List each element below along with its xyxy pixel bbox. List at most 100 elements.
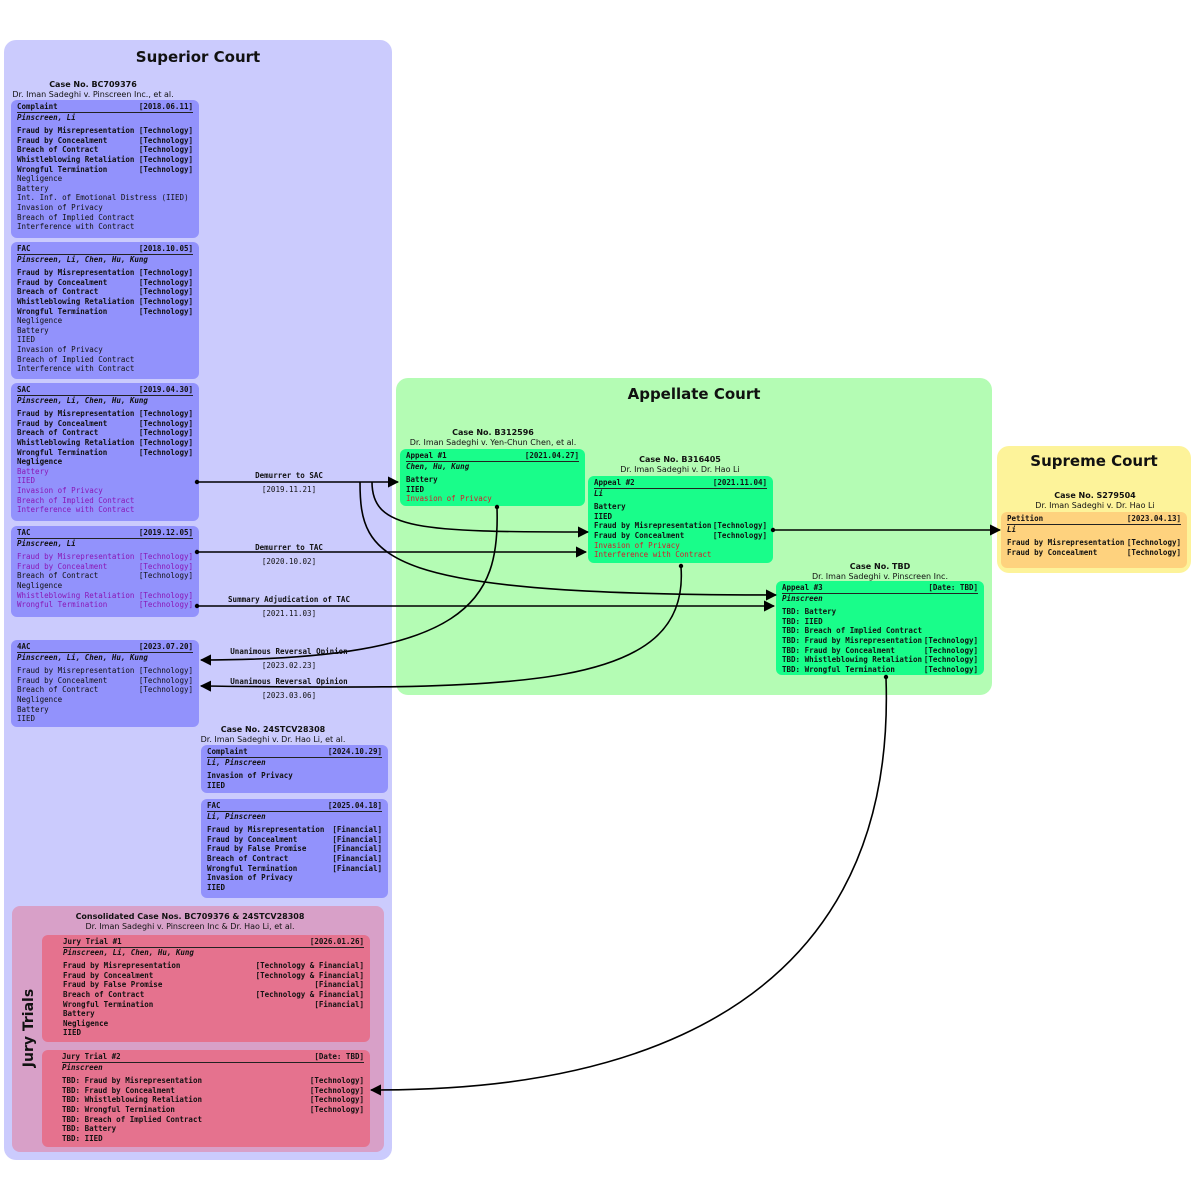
claim-text: Invasion of Privacy [406,494,492,504]
claim-text: TBD: Wrongful Termination [782,664,895,674]
claim-item: Breach of Contract[Financial] [207,854,382,864]
claim-tag: [Technology] [138,447,193,457]
pleading-date: [2021.04.27] [524,451,579,460]
claim-item: IIED [17,476,193,486]
case-header-s279504: Case No. S279504 Dr. Iman Sadeghi v. Dr.… [1020,491,1170,511]
claim-text: TBD: Wrongful Termination [62,1104,175,1114]
claim-tag: [Technology] [138,561,193,571]
claim-text: Int. Inf. of Emotional Distress (IIED) [17,193,189,203]
pleading-name: 4AC [17,642,31,651]
claim-item: IIED [17,335,193,345]
dot-appeal2-right [770,527,776,533]
edge-label-summary-tac: Summary Adjudication of TAC [2021.11.03] [228,595,350,618]
claim-text: Fraud by Misrepresentation [1007,538,1125,548]
claim-text: Invasion of Privacy [17,344,103,354]
case-title: Dr. Iman Sadeghi v. Pinscreen Inc., et a… [12,90,174,99]
claim-item: Invasion of Privacy [17,486,193,496]
pleading-header: Jury Trial #1 [2026.01.26] [63,937,364,948]
claim-tag: [Technology] [138,145,193,155]
claim-item: Wrongful Termination[Technology] [17,165,193,175]
pleading-parties: Pinscreen, Li, Chen, Hu, Kung [63,947,194,957]
claim-text: Fraud by Concealment [17,277,108,287]
claim-tag: [Technology] [309,1076,364,1086]
pleading-date: [2019.12.05] [138,528,193,537]
claim-tag: [Technology] [138,409,193,419]
claim-item: TBD: Whistleblowing Retaliation[Technolo… [782,655,978,665]
pleading-name: Jury Trial #1 [63,937,122,946]
claim-text: IIED [17,714,36,724]
claim-item: Invasion of Privacy [207,873,382,883]
claim-text: Fraud by Concealment [17,418,108,428]
edge-label-reversal-2: Unanimous Reversal Opinion [2023.03.06] [230,677,347,700]
claim-item: Wrongful Termination[Technology] [17,600,193,610]
claim-tag: [Technology] [138,437,193,447]
appellate-court-title: Appellate Court [627,385,761,403]
dot-appeal3 [883,674,889,680]
claim-tag: [Technology] [138,306,193,316]
claim-text: Fraud by Misrepresentation [594,521,712,531]
claim-text: Interference with Contract [17,505,135,515]
edge-label-text: Summary Adjudication of TAC [228,595,350,604]
claim-text: Whistleblowing Retaliation [17,590,135,600]
claim-text: Whistleblowing Retaliation [17,154,135,164]
claim-tag: [Technology] [309,1104,364,1114]
claim-text: Breach of Contract [17,685,99,695]
claim-item: Interference with Contract [17,222,193,232]
claim-text: Whistleblowing Retaliation [17,437,135,447]
pleading-fac-2018: FAC[2018.10.05]Pinscreen, Li, Chen, Hu, … [11,242,199,379]
claim-text: Invasion of Privacy [17,202,103,212]
claim-text: Invasion of Privacy [17,485,103,495]
claim-text: Fraud by Misrepresentation [17,666,135,676]
pleading-name: FAC [17,244,31,253]
case-title: Dr. Iman Sadeghi v. Pinscreen Inc & Dr. … [85,922,295,931]
pleading-date: [2021.11.04] [712,478,767,487]
claim-item: TBD: Breach of Implied Contract [782,626,978,636]
claim-item: IIED [207,883,382,893]
pleading-date: [2026.01.26] [309,937,364,946]
case-number: Case No. B316405 [639,455,721,464]
pleading-parties: Pinscreen, Li, Chen, Hu, Kung [17,652,148,662]
claim-item: Fraud by Concealment[Technology] [17,676,193,686]
claim-text: Fraud by Misrepresentation [63,961,181,971]
edge-label-date: [2019.11.21] [261,485,317,494]
arrow-appeal1-reversal [199,507,498,666]
edge-label-date: [2023.03.06] [261,691,317,700]
claim-text: Wrongful Termination [17,306,108,316]
arrow-demurrer-sac-appeal2 [371,481,590,538]
claim-text: Negligence [17,580,63,590]
pleading-date: [2025.04.18] [327,801,382,810]
claim-item: TBD: Battery [62,1124,364,1134]
claim-item: Fraud by Concealment[Technology] [1007,548,1181,558]
claim-item: TBD: Battery [782,607,978,617]
claim-item: Whistleblowing Retaliation[Technology] [17,438,193,448]
pleading-header: FAC[2025.04.18] [207,801,382,812]
claim-item: TBD: Fraud by Misrepresentation[Technolo… [782,636,978,646]
edge-label-date: [2021.11.03] [261,609,317,618]
edge-label-reversal-1: Unanimous Reversal Opinion [2023.02.23] [230,647,347,670]
pleading-parties: Li, Pinscreen [207,811,266,821]
pleading-header: Appeal #1[2021.04.27] [406,451,579,462]
claim-text: Fraud by Concealment [207,834,298,844]
claim-text: Fraud by Concealment [17,675,108,685]
claim-item: Negligence [17,316,193,326]
case-title: Dr. Iman Sadeghi v. Dr. Hao Li [1035,501,1155,510]
claim-item: Battery [17,326,193,336]
claim-text: Battery [17,704,49,714]
claim-text: IIED [207,882,226,892]
claim-item: Breach of Implied Contract [17,496,193,506]
claim-tag: [Technology] [138,418,193,428]
claim-item: Battery [594,502,767,512]
case-number: Case No. S279504 [1054,491,1136,500]
claim-item: IIED [63,1028,364,1038]
claim-tag: [Technology] [1126,547,1181,557]
claim-text: Negligence [17,457,63,467]
claim-text: Interference with Contract [594,550,712,560]
claim-item: Breach of Contract[Technology] [17,685,193,695]
claim-tag: [Technology] [923,664,978,674]
claim-text: IIED [17,476,36,486]
claim-item: Invasion of Privacy [207,771,382,781]
claim-item: Interference with Contract [17,505,193,515]
edge-label-demurrer-sac: Demurrer to SAC [2019.11.21] [255,471,323,494]
